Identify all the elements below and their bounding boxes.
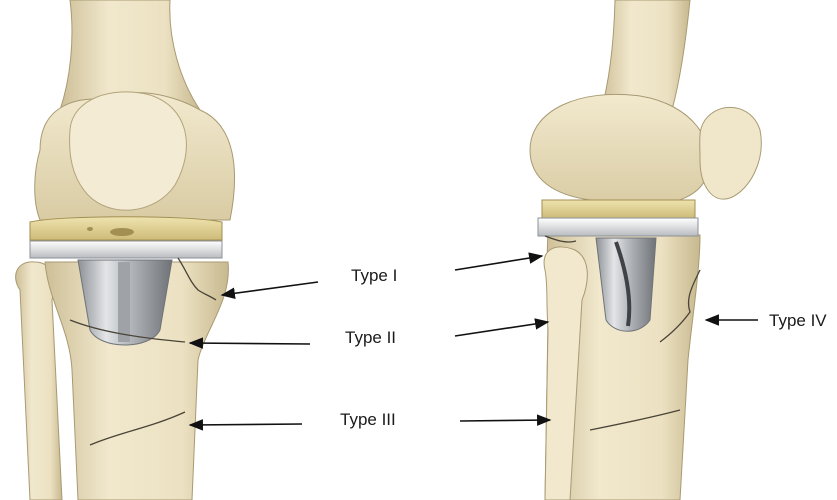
arrow-type1-right: [455, 256, 542, 270]
femoral-condyle-lateral: [530, 94, 709, 206]
arrow-type3-right: [460, 420, 550, 421]
arrow-type2-left: [190, 343, 310, 344]
tibial-tray-front: [30, 241, 222, 258]
arrow-type2-right: [455, 322, 548, 336]
arrow-type1-left: [222, 282, 318, 295]
patella-lateral: [700, 107, 762, 199]
arrow-type3-left: [190, 424, 302, 425]
label-type3: Type III: [340, 410, 396, 430]
label-type1: Type I: [351, 266, 397, 286]
poly-insert-lateral: [542, 200, 695, 218]
tibial-tray-lateral: [538, 218, 698, 236]
label-type4: Type IV: [769, 311, 827, 331]
lateral-view-knee: [530, 0, 761, 500]
patella-front: [70, 92, 187, 210]
label-type2: Type II: [345, 328, 396, 348]
